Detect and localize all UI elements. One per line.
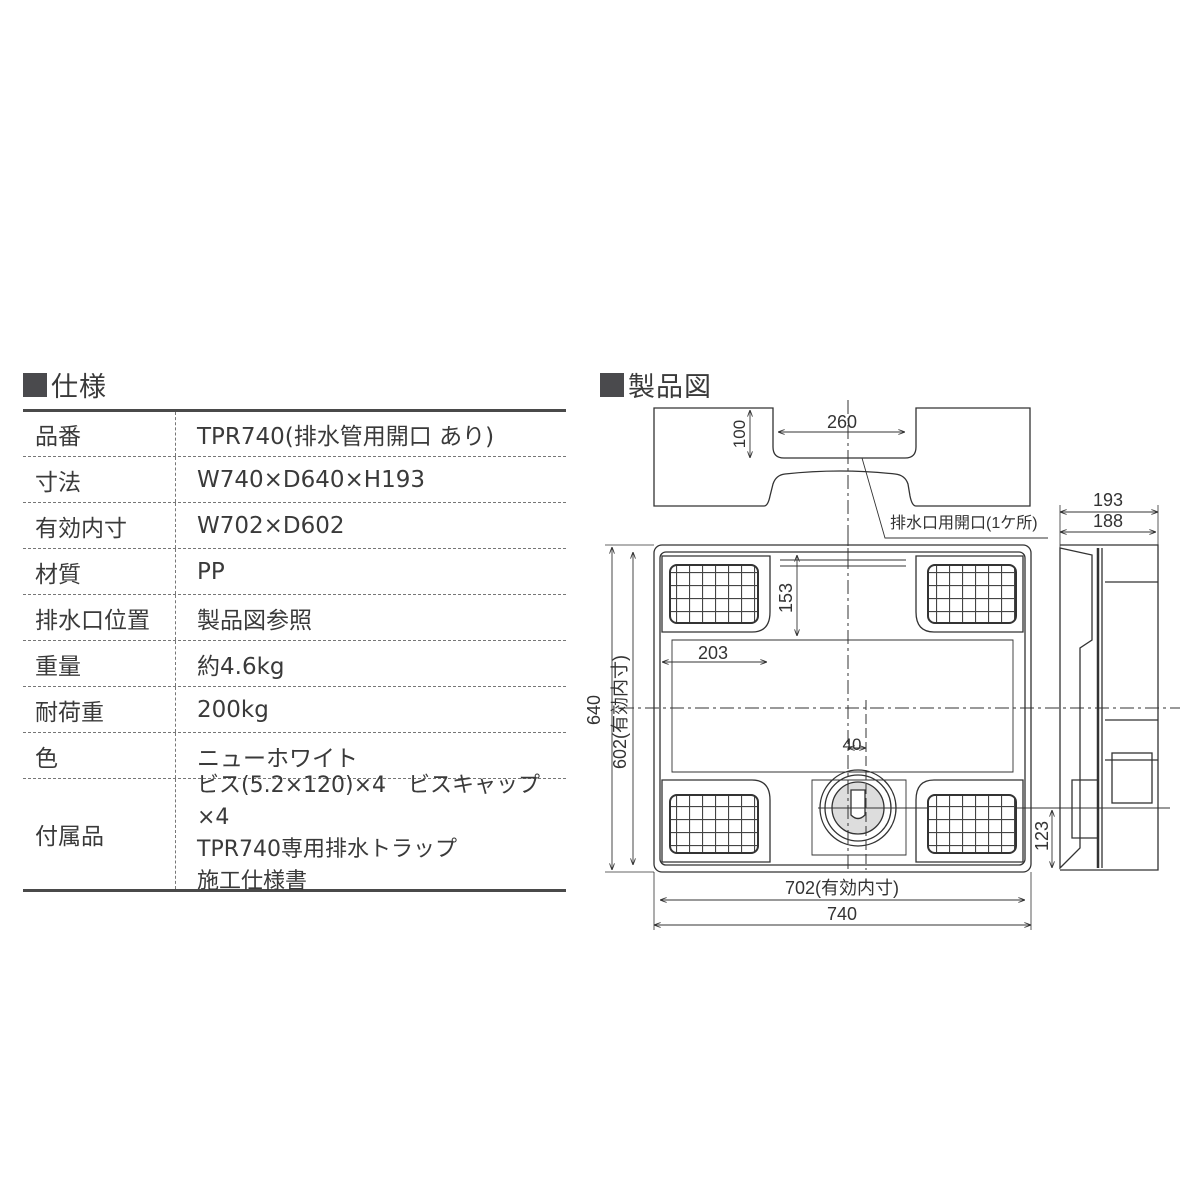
table-row: 色 ニューホワイト xyxy=(23,733,566,779)
row-label: 付属品 xyxy=(23,779,176,889)
table-row: 寸法 W740×D640×H193 xyxy=(23,457,566,503)
row-value: 製品図参照 xyxy=(197,607,312,634)
accessory-line: TPR740専用排水トラップ xyxy=(197,837,457,862)
accessory-line: ビス(5.2×120)×4 ビスキャップ×4 xyxy=(197,773,541,830)
dim-opening-note: 排水口用開口(1ケ所) xyxy=(890,514,1038,532)
square-bullet-icon xyxy=(23,372,47,397)
dim-side-inner: 188 xyxy=(1093,511,1123,531)
row-label: 有効内寸 xyxy=(23,503,176,548)
dim-drain-offset: 40 xyxy=(843,735,862,754)
spec-table: 品番 TPR740(排水管用開口 あり) 寸法 W740×D640×H193 有… xyxy=(23,409,566,894)
spec-section-title: 仕様 xyxy=(23,365,107,404)
dim-opening-depth: 100 xyxy=(730,420,749,448)
grid-pad xyxy=(669,564,759,624)
row-value: ニューホワイト xyxy=(197,745,358,772)
row-value: TPR740(排水管用開口 あり) xyxy=(197,424,495,450)
dim-drain-height: 123 xyxy=(1032,821,1052,851)
row-value: 200kg xyxy=(197,696,269,723)
dim-corner-width: 203 xyxy=(698,643,728,663)
row-label: 耐荷重 xyxy=(23,687,176,732)
table-row: 有効内寸 W702×D602 xyxy=(23,503,566,549)
row-label: 重量 xyxy=(23,641,176,686)
top-view xyxy=(620,530,1180,873)
row-label: 排水口位置 xyxy=(23,595,176,640)
grid-pad xyxy=(927,794,1017,854)
row-value: 約4.6kg xyxy=(197,653,285,680)
dim-total-depth: 640 xyxy=(584,695,604,725)
grid-pad xyxy=(927,564,1017,624)
row-label: 品番 xyxy=(23,412,176,456)
dim-inner-width: 702(有効内寸) xyxy=(785,878,899,898)
dim-inner-depth: 602(有効内寸) xyxy=(610,655,630,769)
row-label: 材質 xyxy=(23,549,176,594)
row-label: 色 xyxy=(23,733,176,778)
dim-corner-depth: 153 xyxy=(776,583,796,613)
table-row: 品番 TPR740(排水管用開口 あり) xyxy=(23,412,566,457)
row-value: W702×D602 xyxy=(197,512,345,539)
row-value: PP xyxy=(197,558,225,585)
row-value: W740×D640×H193 xyxy=(197,466,425,493)
table-row: 排水口位置 製品図参照 xyxy=(23,595,566,641)
table-row: 耐荷重 200kg xyxy=(23,687,566,733)
row-label: 寸法 xyxy=(23,457,176,502)
accessory-line: 施工仕様書 xyxy=(197,869,308,894)
dim-opening-width: 260 xyxy=(827,412,857,432)
drawing-section-title: 製品図 xyxy=(600,365,712,404)
table-row: 材質 PP xyxy=(23,549,566,595)
dim-total-width: 740 xyxy=(827,904,857,924)
dim-side-total: 193 xyxy=(1093,490,1123,510)
row-value: ビス(5.2×120)×4 ビスキャップ×4 TPR740専用排水トラップ 施工… xyxy=(176,773,566,894)
grid-pad xyxy=(669,794,759,854)
square-bullet-icon xyxy=(600,372,624,397)
table-row: 重量 約4.6kg xyxy=(23,641,566,687)
table-row: 付属品 ビス(5.2×120)×4 ビスキャップ×4 TPR740専用排水トラッ… xyxy=(23,773,566,894)
side-view xyxy=(1059,505,1159,871)
